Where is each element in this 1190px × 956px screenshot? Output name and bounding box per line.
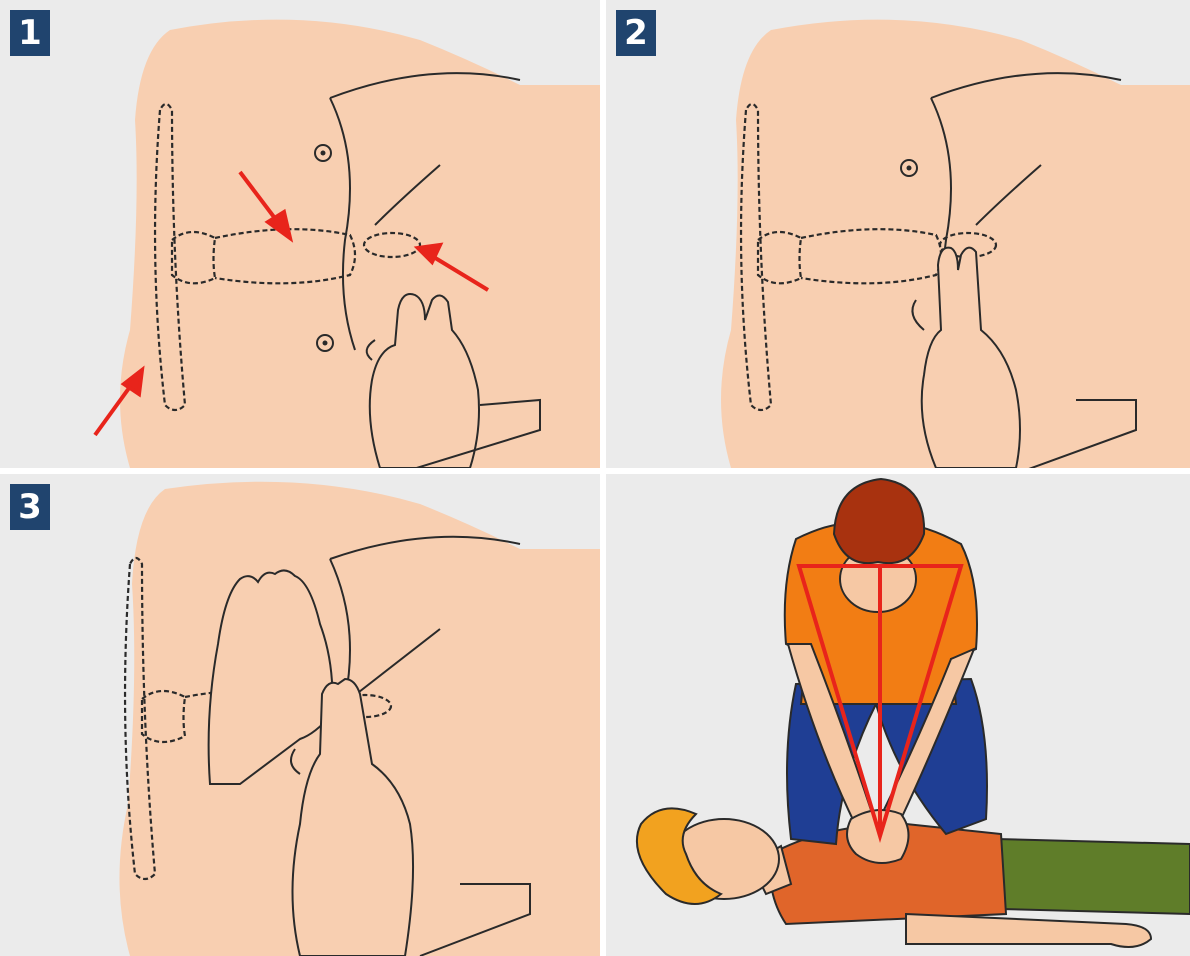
step-number-badge: 2 <box>616 10 656 56</box>
patient-arm <box>906 914 1151 947</box>
step-number-badge: 3 <box>10 484 50 530</box>
rescuer-hands <box>847 810 909 863</box>
rescuer-hair <box>834 479 924 563</box>
cpr-posture-panel <box>606 474 1190 956</box>
step-1-illustration <box>0 0 600 468</box>
rescuer-figure <box>785 479 987 863</box>
step-3-illustration <box>0 474 600 956</box>
step-number-badge: 1 <box>10 10 50 56</box>
patient-legs <box>996 839 1190 914</box>
cpr-posture-illustration <box>606 474 1190 956</box>
step-1-panel: 1 <box>0 0 600 468</box>
step-3-panel: 3 <box>0 474 600 956</box>
patient-figure <box>637 808 1190 947</box>
step-2-illustration <box>606 0 1190 468</box>
step-2-panel: 2 <box>606 0 1190 468</box>
